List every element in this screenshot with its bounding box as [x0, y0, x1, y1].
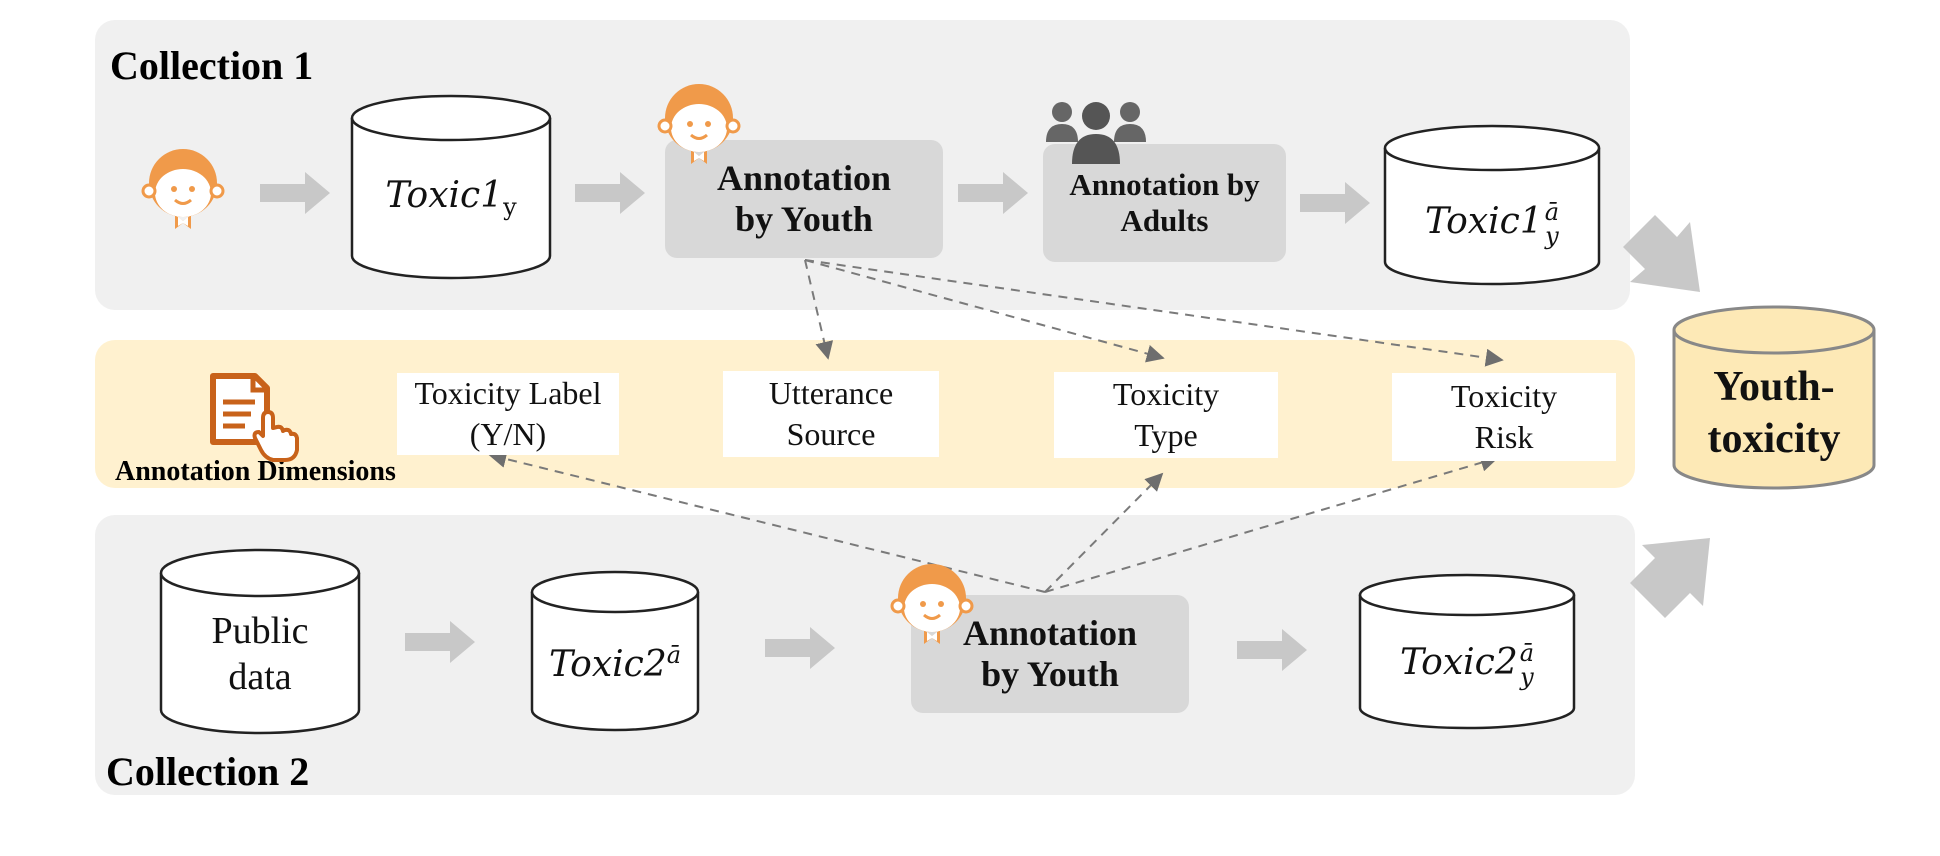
dashed-youth1-to-risk — [804, 259, 1504, 367]
arrow-child-to-toxic1 — [260, 172, 330, 214]
dashed-youth1-to-source — [804, 259, 834, 360]
dashed-youth2-to-risk — [1044, 453, 1499, 593]
annotation-by-adults-label: Annotation by Adults — [1069, 167, 1260, 238]
dimension-toxicity-risk-text: Toxicity Risk — [1450, 378, 1558, 455]
dimension-utterance-source-text: Utterance Source — [768, 375, 894, 452]
cylinder-youth-toxicity — [1672, 305, 1876, 490]
arrow-toxic2-to-youth — [765, 627, 835, 669]
collection-1-title: Collection 1 — [110, 43, 314, 88]
child-icon — [657, 84, 741, 164]
dimension-toxicity-type: Toxicity Type — [1054, 372, 1278, 458]
document-pointer-icon — [210, 373, 299, 462]
annotation-by-youth-box-2: Annotation by Youth — [911, 595, 1189, 713]
dimension-toxicity-label: Toxicity Label (Y/N) — [397, 373, 619, 455]
dimension-toxicity-risk: Toxicity Risk — [1392, 373, 1616, 461]
label-youth-toxicity: Youth- toxicity — [1707, 363, 1841, 463]
arrow-collection1-to-output — [1623, 215, 1700, 292]
cylinder-toxic1-y — [350, 94, 552, 280]
arrow-adults-to-toxic1ay — [1300, 182, 1370, 224]
child-icon — [141, 149, 225, 229]
arrow-toxic1-to-youth — [575, 172, 645, 214]
cylinder-toxic2-ay — [1358, 573, 1576, 730]
cylinder-toxic2-a — [530, 570, 700, 732]
dimension-utterance-source: Utterance Source — [723, 371, 939, 457]
collection-2-title: Collection 2 — [106, 749, 310, 794]
group-of-adults-icon — [1046, 102, 1146, 164]
label-toxic1-y: Toxic1y — [385, 174, 517, 222]
arrow-public-to-toxic2 — [405, 621, 475, 663]
annotation-by-youth-label-2: Annotation by Youth — [962, 612, 1138, 694]
annotation-by-youth-box-1: Annotation by Youth — [665, 140, 943, 258]
label-public-data: Public data — [211, 610, 309, 698]
child-icon — [890, 564, 974, 644]
arrow-youth-to-adults — [958, 172, 1028, 214]
dashed-youth2-to-type — [1044, 472, 1164, 593]
dimension-toxicity-label-text: Toxicity Label (Y/N) — [414, 375, 602, 452]
cylinder-toxic1-ay — [1383, 124, 1601, 286]
dashed-youth1-to-type — [804, 259, 1165, 363]
cylinder-public-data — [159, 548, 361, 735]
annotation-by-youth-label-1: Annotation by Youth — [716, 157, 892, 239]
arrow-collection2-to-output — [1630, 538, 1710, 618]
arrow-youth-to-toxic2ay — [1237, 629, 1307, 671]
label-toxic2-a: Toxic2ā — [548, 641, 682, 685]
annotation-dimensions-title: Annotation Dimensions — [115, 456, 396, 487]
dimension-toxicity-type-text: Toxicity Type — [1112, 376, 1220, 453]
